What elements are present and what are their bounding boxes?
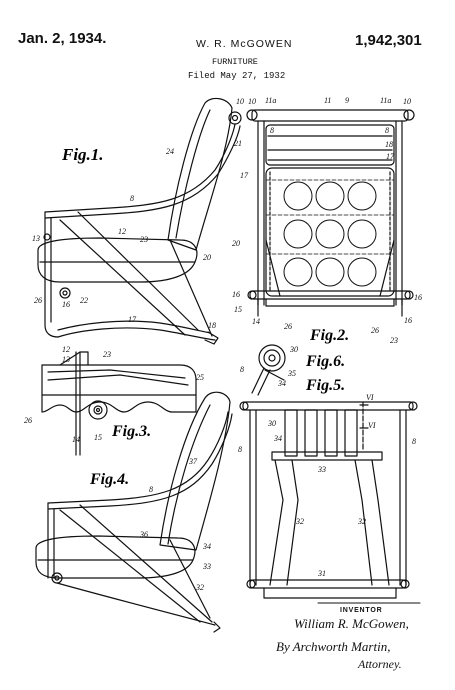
fig2-ref: 16 (414, 293, 422, 302)
fig2-label: Fig.2. (309, 327, 349, 344)
fig2-ref: 23 (390, 336, 398, 345)
fig2-ref: 16 (232, 290, 240, 299)
fig4-ref: 37 (188, 457, 198, 466)
fig3-ref: 23 (103, 350, 111, 359)
fig5-ref: 8 (238, 445, 242, 454)
fig4-ref: 32 (195, 583, 204, 592)
fig1-ref: 8 (130, 194, 134, 203)
fig1-ref: 12 (118, 227, 126, 236)
fig3-ref: 13 (62, 355, 70, 364)
fig4-ref: 36 (139, 530, 148, 539)
fig3-seat-section (41, 351, 197, 456)
fig4-ref: 33 (202, 562, 211, 571)
fig2-ref: 26 (284, 322, 292, 331)
fig3-ref: 12 (62, 345, 70, 354)
fig1-ref: 22 (80, 296, 88, 305)
fig5-ref: VI (366, 393, 374, 402)
fig5-ref: 33 (317, 465, 326, 474)
patent-date: Jan. 2, 1934. (18, 30, 107, 47)
fig3-ref: 14 (72, 435, 80, 444)
fig1-ref: 16 (62, 300, 70, 309)
fig2-ref: 11a (380, 96, 391, 105)
fig5-ref: 8 (412, 437, 416, 446)
fig1-ref: 26 (34, 296, 42, 305)
patent-subject: FURNITURE (212, 57, 258, 67)
fig5-ref: 32 (357, 517, 366, 526)
fig1-ref: 23 (140, 235, 148, 244)
fig2-ref: 11a (265, 96, 276, 105)
fig4-label: Fig.4. (89, 471, 129, 488)
fig1-ref: 13 (32, 234, 40, 243)
fig1-ref: 24 (166, 147, 174, 156)
fig1-ref: 10 (236, 97, 244, 106)
inventor-signature: William R. McGowen, (294, 616, 409, 631)
attorney-by-signature: By Archworth Martin, (276, 639, 390, 654)
fig1-label: Fig.1. (61, 145, 104, 164)
inventor-name: W. R. McGOWEN (196, 38, 293, 50)
fig5-ref: 32 (295, 517, 304, 526)
fig5-ref: 31 (317, 569, 326, 578)
fig5-underside-frame (239, 401, 418, 599)
attorney-caption: Attorney. (357, 657, 402, 671)
fig6-label: Fig.6. (305, 353, 345, 370)
fig2-ref: 11 (324, 96, 331, 105)
fig3-ref: 15 (94, 433, 102, 442)
fig2-ref: 15 (234, 305, 242, 314)
fig2-chair-front-view (246, 109, 415, 317)
fig5-ref: 34 (273, 434, 282, 443)
fig6-ref: 30 (289, 345, 298, 354)
fig3-ref: 25 (196, 373, 204, 382)
fig5-ref: 30 (267, 419, 276, 428)
fig1-chair-side-view (37, 97, 242, 345)
fig6-roller-detail (251, 344, 286, 396)
fig2-ref: 8 (270, 126, 274, 135)
patent-number: 1,942,301 (355, 32, 422, 49)
fig5-ref: VI (368, 421, 376, 430)
fig2-ref: 10 (248, 97, 256, 106)
fig2-ref: 20 (232, 239, 240, 248)
fig1-ref: 21 (234, 139, 242, 148)
fig2-ref: 9 (345, 96, 349, 105)
fig6-ref: 34 (277, 379, 286, 388)
fig2-ref: 26 (371, 326, 379, 335)
fig2-ref: 10 (403, 97, 411, 106)
filing-date: Filed May 27, 1932 (188, 71, 286, 81)
fig2-ref: 18 (385, 140, 393, 149)
fig3-label: Fig.3. (111, 423, 151, 440)
fig3-ref: 26 (24, 416, 32, 425)
fig2-ref: 8 (385, 126, 389, 135)
fig1-ref: 18 (208, 321, 216, 330)
fig5-label: Fig.5. (305, 377, 345, 394)
fig2-ref: 16 (404, 316, 412, 325)
fig4-ref: 34 (202, 542, 211, 551)
fig2-ref: 17 (386, 152, 395, 161)
fig6-ref: 35 (287, 369, 296, 378)
inventor-caption: INVENTOR (340, 607, 382, 614)
fig6-ref: 8 (240, 365, 244, 374)
fig2-ref: 17 (240, 171, 249, 180)
fig1-ref: 20 (203, 253, 211, 262)
fig1-ref: 17 (128, 315, 137, 324)
fig2-ref: 14 (252, 317, 260, 326)
fig4-chair-variant-view (35, 391, 233, 633)
fig4-ref: 8 (149, 485, 153, 494)
